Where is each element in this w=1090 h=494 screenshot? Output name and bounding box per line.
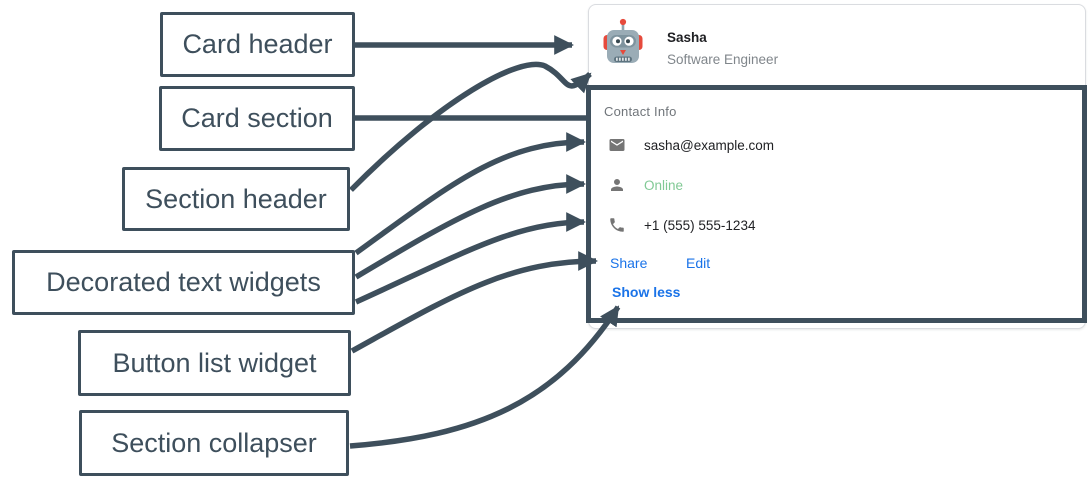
contact-card: Sasha Software Engineer Contact Info sas…: [588, 4, 1086, 329]
robot-avatar-icon: [603, 17, 643, 65]
arrow-decorated-text-2: [354, 174, 586, 280]
arrow-section-header: [349, 61, 592, 192]
callout-button-list-widget: Button list widget: [78, 330, 351, 396]
section-header-title: Contact Info: [604, 104, 677, 119]
status-text: Online: [644, 177, 684, 193]
decorated-text-row-email: sasha@example.com: [608, 135, 774, 155]
email-text: sasha@example.com: [644, 137, 775, 153]
callout-card-header: Card header: [160, 12, 355, 77]
phone-icon: [608, 216, 626, 234]
arrow-section-collapser: [349, 305, 621, 449]
phone-text: +1 (555) 555-1234: [644, 217, 756, 233]
callout-decorated-text-widgets: Decorated text widgets: [12, 250, 355, 315]
person-icon: [608, 176, 626, 194]
edit-button[interactable]: Edit: [686, 255, 711, 271]
decorated-text-row-phone: +1 (555) 555-1234: [608, 215, 755, 235]
decorated-text-row-status: Online: [608, 175, 683, 195]
card-header-name: Sasha: [667, 30, 707, 45]
card-header-subtitle: Software Engineer: [667, 52, 779, 67]
callout-section-header: Section header: [122, 167, 350, 231]
callout-section-collapser: Section collapser: [79, 410, 349, 476]
show-less-button[interactable]: Show less: [612, 284, 681, 300]
arrow-decorated-text-3: [354, 212, 586, 305]
mail-icon: [608, 136, 626, 154]
arrow-decorated-text-1: [354, 132, 586, 256]
share-button[interactable]: Share: [610, 255, 648, 271]
arrow-button-list: [350, 251, 598, 354]
callout-card-section: Card section: [159, 86, 355, 151]
